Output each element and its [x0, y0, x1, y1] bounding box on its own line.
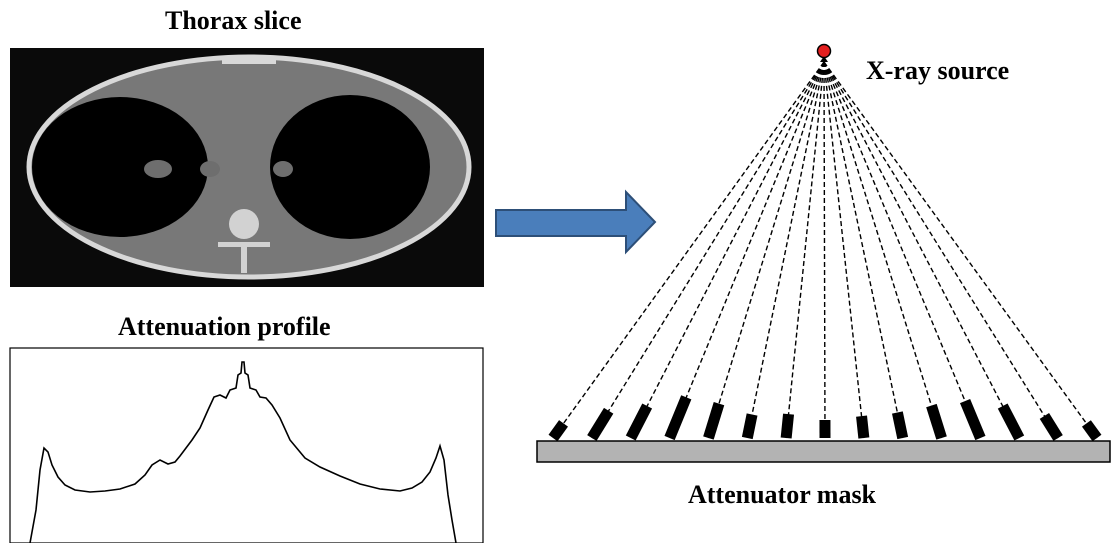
xray-ray	[668, 61, 825, 439]
heart-right-edge	[273, 161, 293, 177]
attenuator-block	[959, 398, 986, 441]
xray-ray	[823, 61, 865, 439]
attenuator-block	[703, 401, 725, 440]
attenuator-block	[780, 413, 795, 439]
attenuator-block	[664, 395, 692, 441]
xray-ray	[823, 61, 1098, 439]
attenuator-block	[997, 403, 1025, 441]
sternum	[222, 57, 276, 64]
left-lung	[32, 97, 208, 237]
attenuator-block	[856, 415, 870, 439]
attenuator-block	[587, 407, 614, 441]
right-arrow-icon	[495, 189, 657, 255]
attenuation-profile-plot	[9, 347, 484, 543]
left-lung-vessel	[144, 160, 172, 178]
attenuator-block	[1081, 420, 1102, 442]
xray-ray	[591, 61, 825, 439]
xray-ray	[823, 61, 1020, 439]
attenuator-block	[1039, 413, 1063, 441]
xray-ray	[823, 61, 943, 439]
attenuator-block	[892, 411, 909, 440]
profile-frame	[9, 347, 484, 543]
xray-source-label: X-ray source	[866, 56, 1010, 85]
attenuator-block	[625, 403, 653, 441]
xray-ray	[823, 61, 826, 439]
heart-left-edge	[200, 161, 220, 177]
xray-ray	[746, 61, 825, 439]
attenuator-mask-bar	[536, 440, 1111, 463]
red-dot-icon	[816, 43, 832, 62]
xray-ray	[630, 61, 825, 439]
thorax-slice-title: Thorax slice	[165, 6, 302, 35]
attenuator-blocks	[548, 395, 1102, 442]
xray-ray	[552, 61, 825, 439]
xray-ray	[785, 61, 825, 439]
attenuator-block	[548, 420, 568, 442]
thorax-slice-image	[10, 48, 484, 287]
right-lung	[270, 95, 430, 239]
spinous-process	[241, 245, 247, 273]
vertebra-transverse	[218, 242, 270, 247]
attenuation-profile-title: Attenuation profile	[118, 312, 331, 341]
attenuator-block	[741, 413, 758, 440]
xray-ray	[823, 61, 904, 439]
xray-ray	[823, 61, 982, 439]
attenuator-block	[926, 403, 947, 440]
profile-curve	[29, 361, 457, 543]
xray-fan-beam	[552, 61, 1098, 439]
xray-ray	[823, 61, 1059, 439]
vertebra	[229, 209, 259, 239]
attenuator-mask-label: Attenuator mask	[688, 480, 877, 509]
xray-ray	[707, 61, 825, 439]
